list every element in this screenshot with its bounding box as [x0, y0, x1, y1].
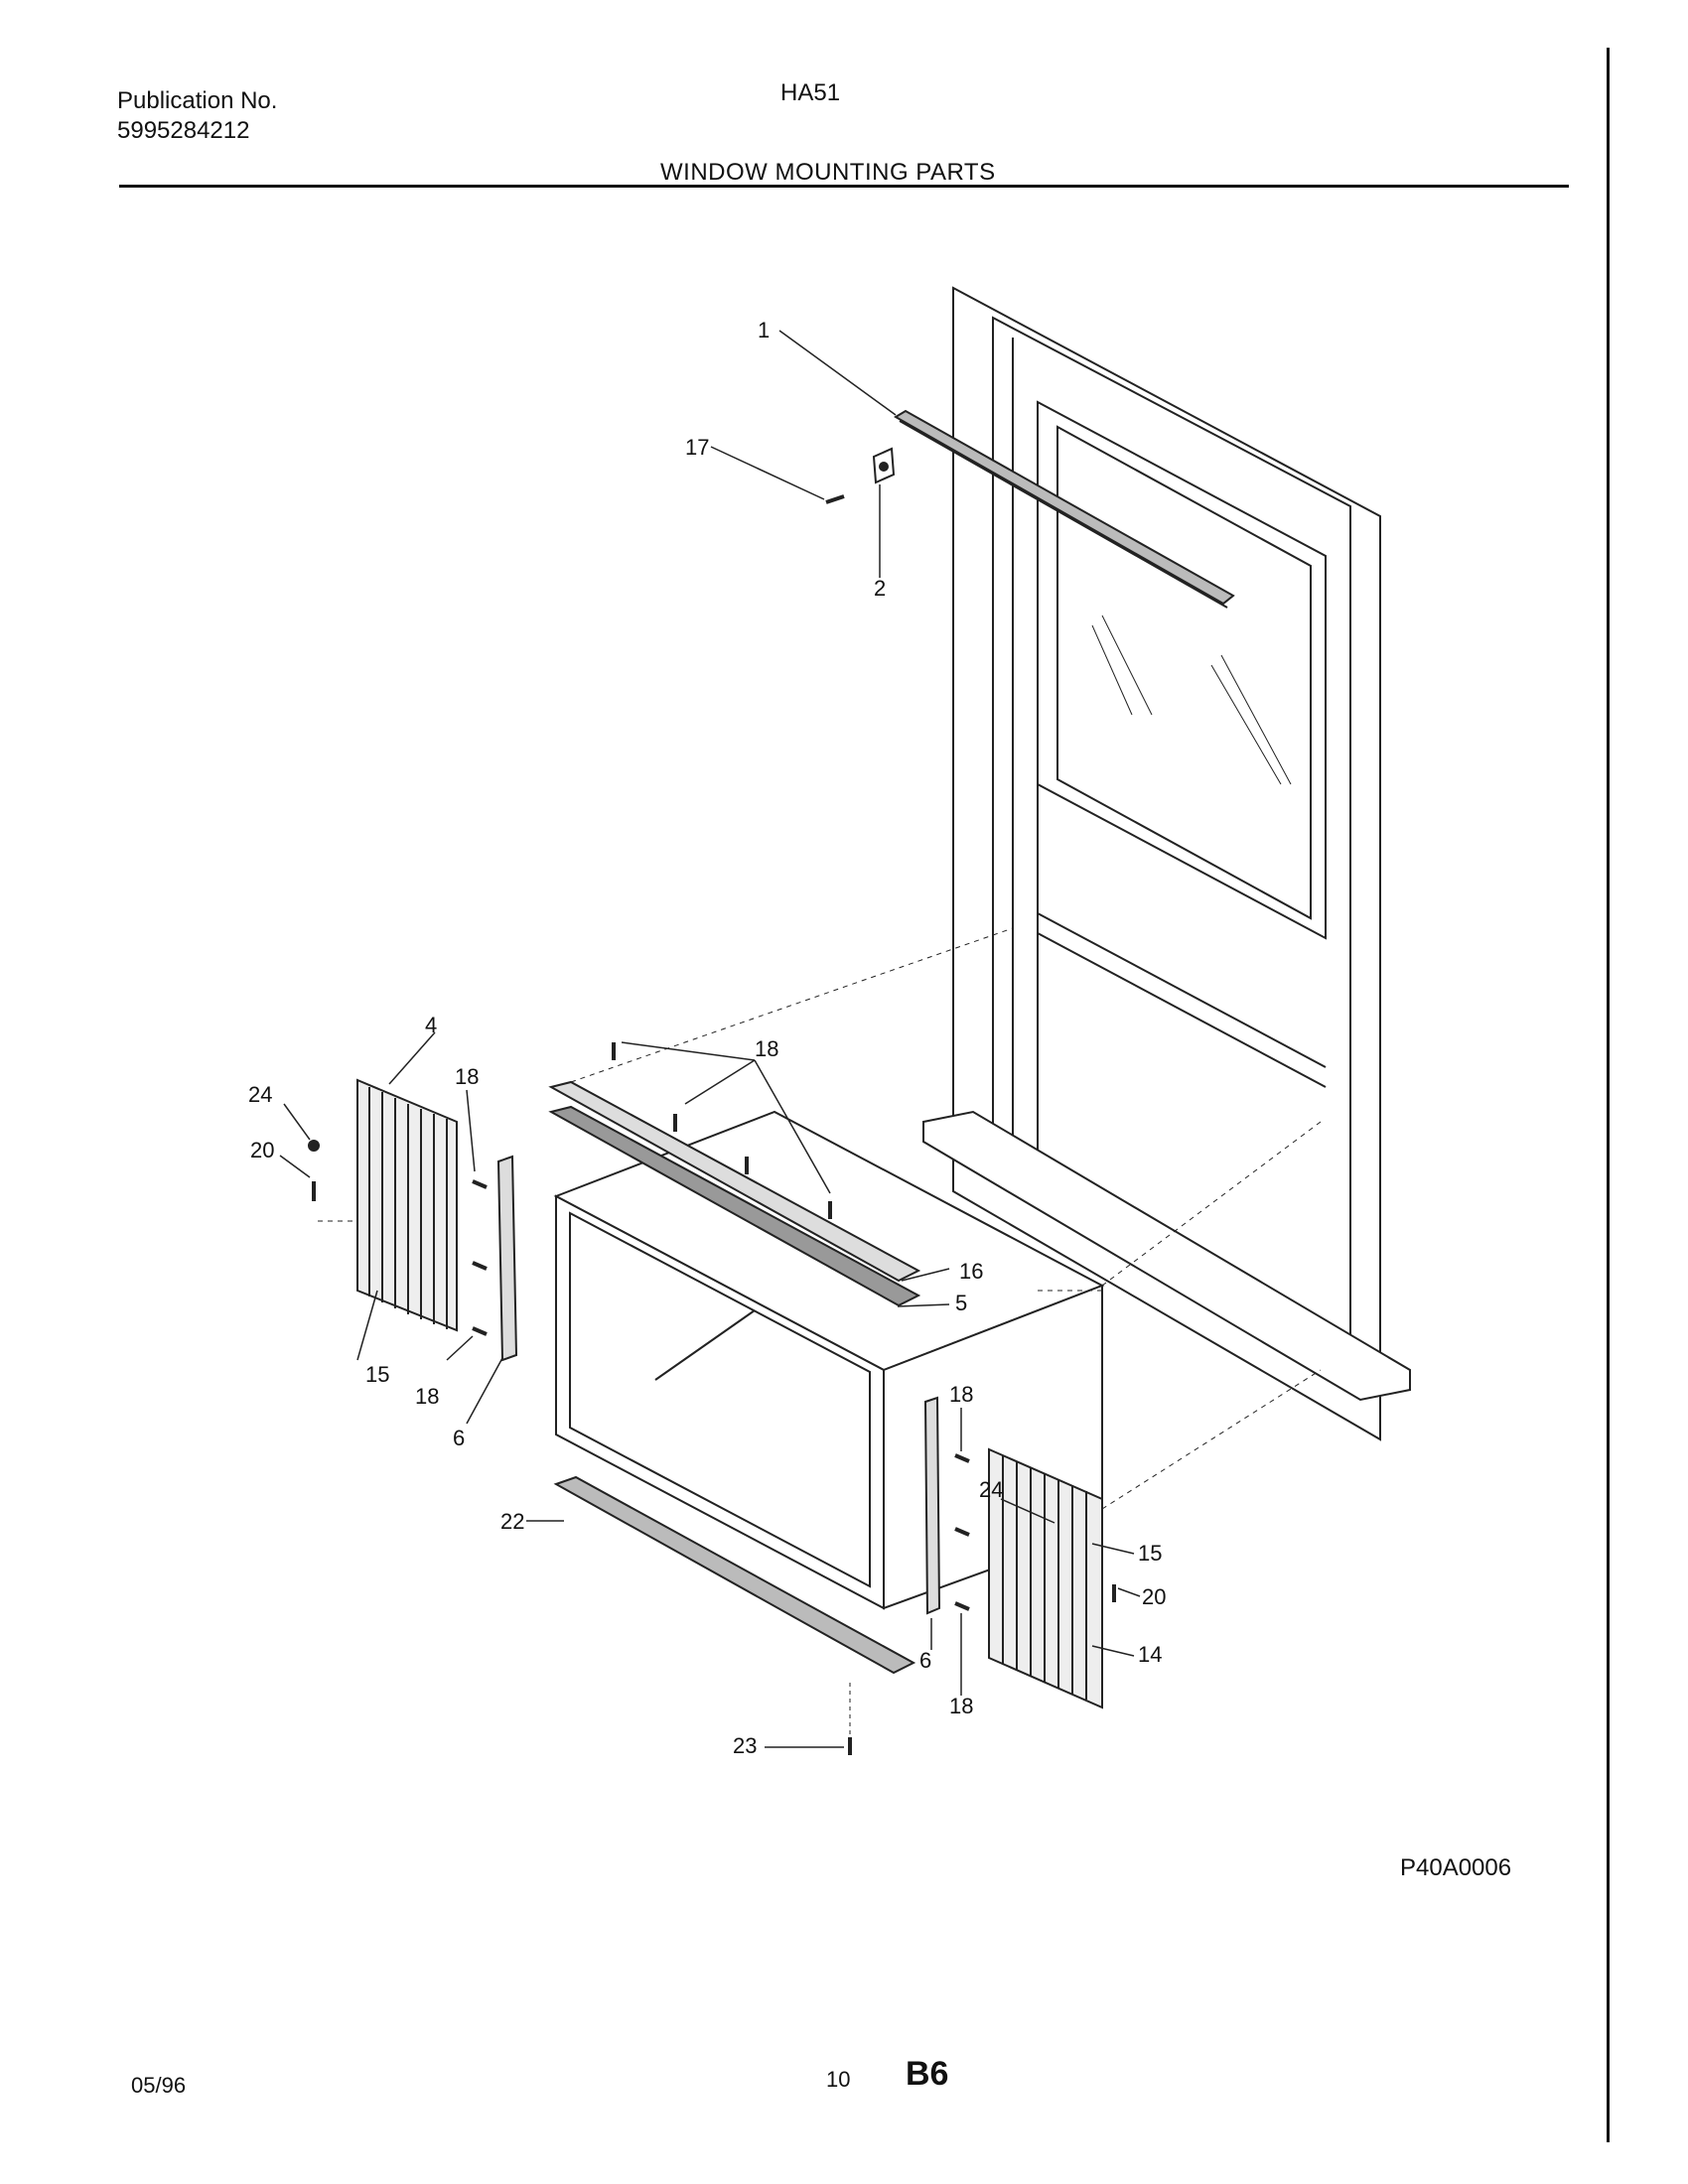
callout-20-right: 20	[1142, 1584, 1166, 1609]
leader-lines	[279, 330, 1141, 1748]
callout-24-left: 24	[248, 1082, 272, 1107]
alignment-lines	[318, 927, 1322, 1510]
page-number: 10	[826, 2067, 851, 2092]
callout-6-right: 6	[919, 1648, 931, 1673]
publication-label: Publication No.	[117, 87, 278, 114]
callout-6-left: 6	[453, 1426, 465, 1450]
callout-16: 16	[959, 1259, 983, 1284]
callout-labels: 1 17 2 4 24 20 18 18 16 5 15 18 6 22 23 …	[248, 318, 1166, 1758]
callout-17: 17	[685, 435, 709, 460]
callout-22: 22	[500, 1509, 524, 1534]
revision-code: B6	[906, 2055, 949, 2093]
top-mounting-rail	[894, 409, 1235, 609]
screws	[308, 1042, 1116, 1755]
callout-4: 4	[425, 1013, 437, 1037]
window-frame	[922, 286, 1411, 1441]
callout-23: 23	[733, 1733, 757, 1758]
callout-18-top: 18	[755, 1036, 778, 1061]
callout-14: 14	[1138, 1642, 1162, 1667]
left-side-strip	[496, 1155, 518, 1362]
right-accordion-panel	[988, 1447, 1103, 1709]
right-side-strip	[923, 1396, 941, 1615]
callout-24-right: 24	[979, 1477, 1003, 1502]
top-channel	[548, 1080, 921, 1307]
callout-15-left: 15	[365, 1362, 389, 1387]
header-rule	[119, 185, 1569, 188]
model-number: HA51	[780, 79, 841, 106]
callout-18-right-bottom: 18	[949, 1694, 973, 1718]
callout-20-left: 20	[250, 1138, 274, 1162]
footer-date: 05/96	[131, 2073, 187, 2098]
callout-2: 2	[874, 576, 886, 601]
left-accordion-panel	[356, 1078, 458, 1332]
mounting-bracket	[825, 447, 896, 504]
bottom-rail	[553, 1475, 916, 1747]
callout-5: 5	[955, 1291, 967, 1315]
page-edge-bar	[1607, 48, 1610, 2142]
section-title: WINDOW MOUNTING PARTS	[660, 159, 996, 186]
callout-1: 1	[758, 318, 770, 342]
callout-18-left-bottom: 18	[415, 1384, 439, 1409]
callout-15-right: 15	[1138, 1541, 1162, 1566]
publication-number: 5995284212	[117, 117, 250, 144]
callout-18-left: 18	[455, 1064, 479, 1089]
callout-18-right-top: 18	[949, 1382, 973, 1407]
figure-code: P40A0006	[1400, 1854, 1512, 1881]
